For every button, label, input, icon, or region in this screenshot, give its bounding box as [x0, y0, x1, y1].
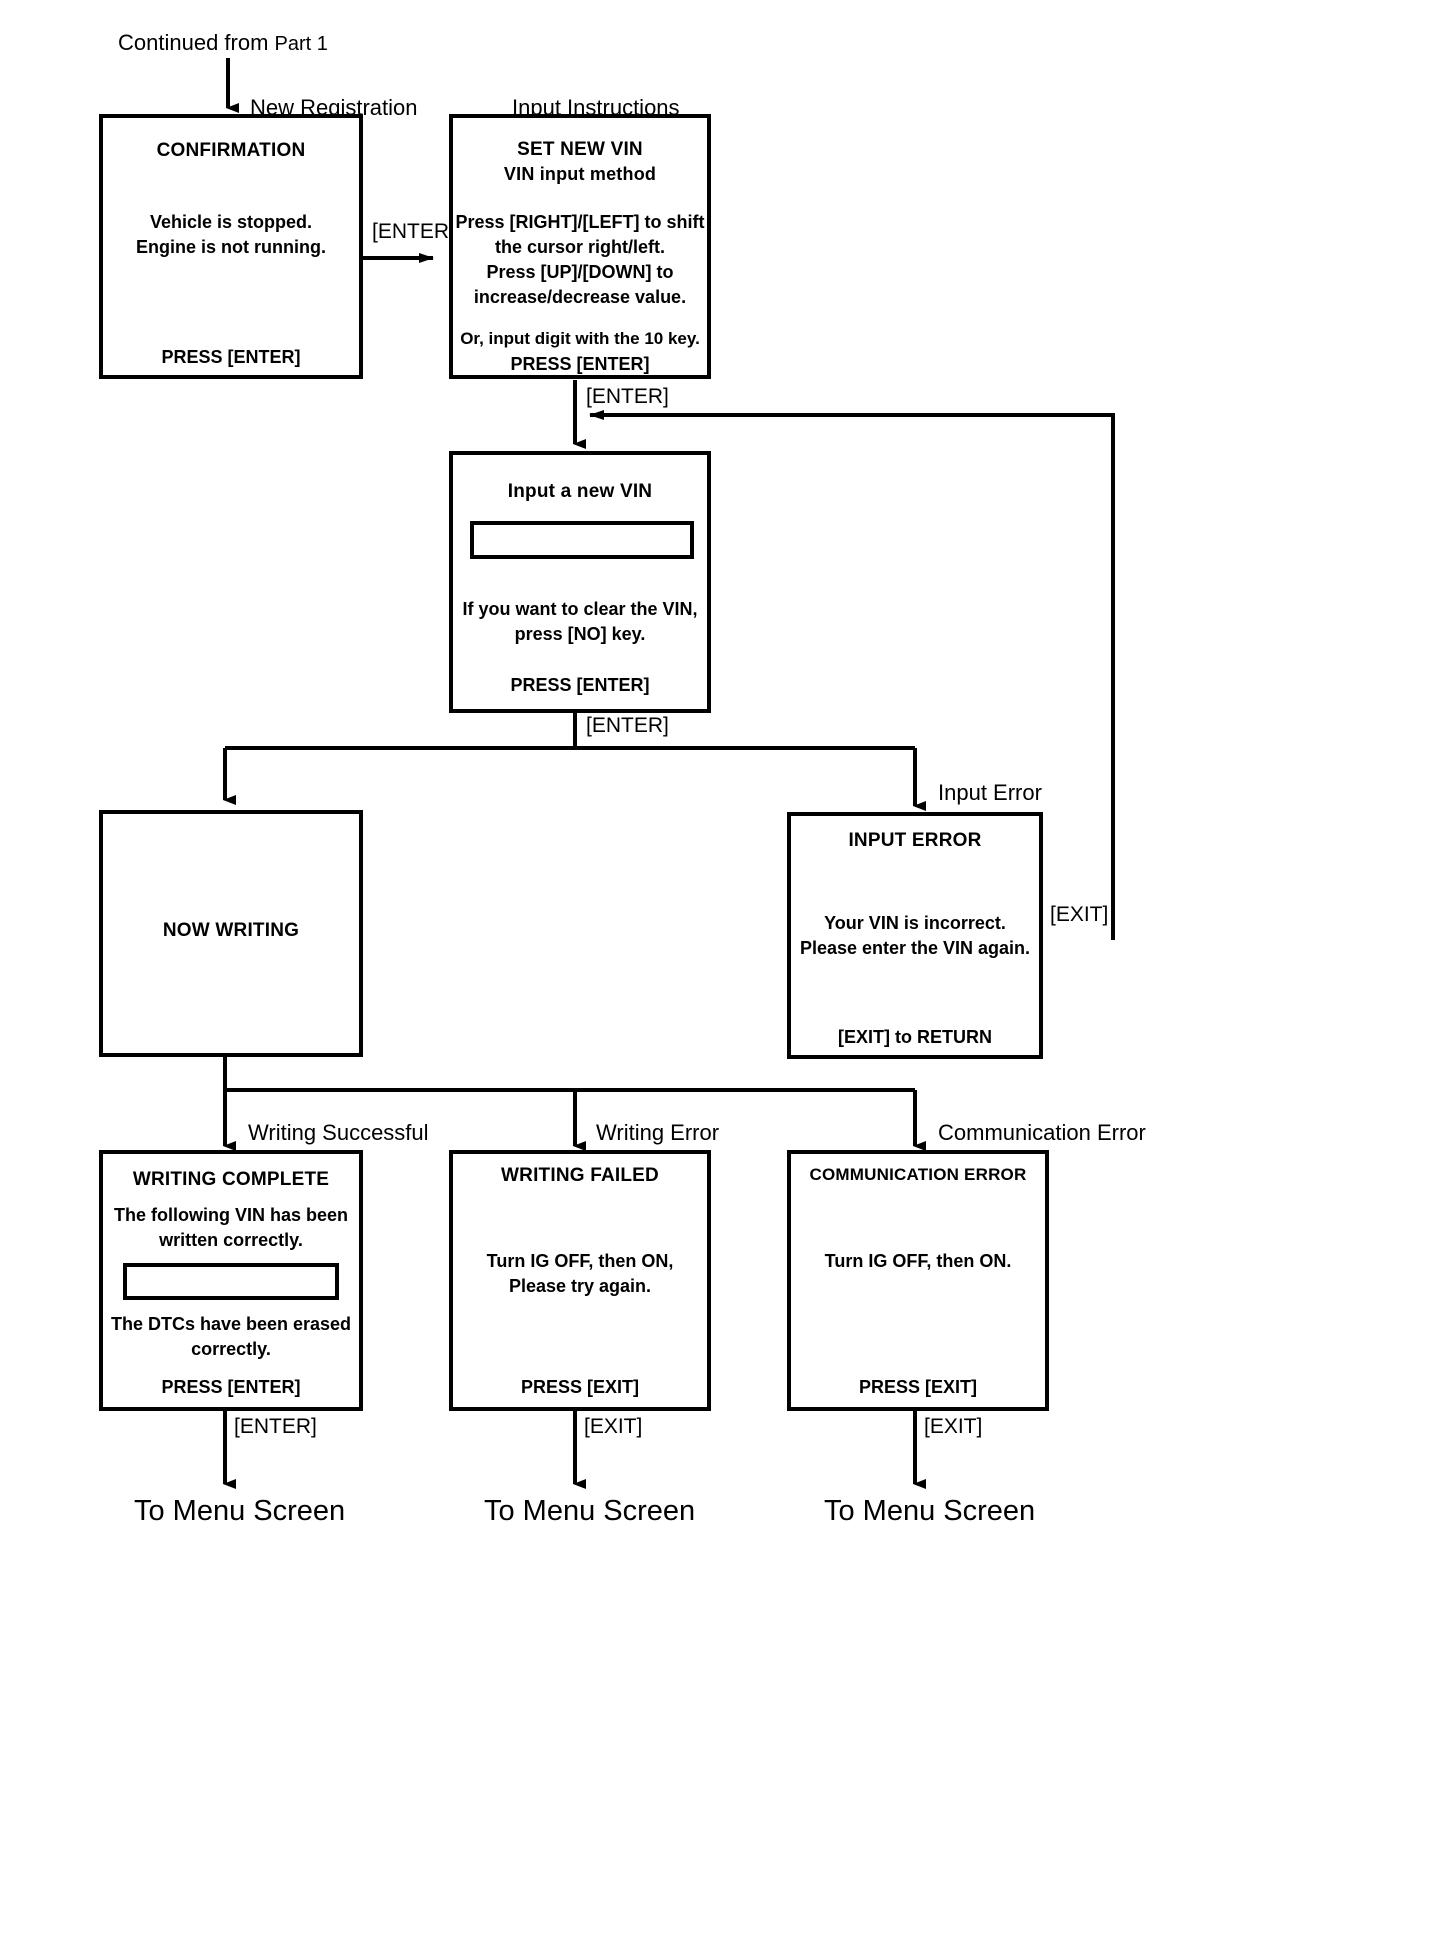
set-new-vin-title1: SET NEW VIN: [517, 139, 643, 160]
written-vin-field: [123, 1263, 339, 1300]
writing-failed-title: WRITING FAILED: [501, 1165, 659, 1186]
terminal-to-menu-screen-center: To Menu Screen: [484, 1495, 696, 1527]
box-input-new-vin: Input a new VIN If you want to clear the…: [449, 451, 711, 713]
input-error-title: INPUT ERROR: [848, 830, 982, 851]
confirmation-line2: Engine is not running.: [136, 237, 326, 257]
writing-complete-title: WRITING COMPLETE: [132, 1169, 330, 1190]
edge-label-enter-confirm-setvin: [ENTER]: [372, 220, 455, 243]
arrow-input-error-return: [589, 410, 1115, 940]
edge-label-exit-comm-menu: [EXIT]: [924, 1415, 983, 1438]
writing-failed-footer: PRESS [EXIT]: [520, 1377, 640, 1397]
source-caption: Continued from Part 1: [118, 30, 328, 56]
set-new-vin-line1: Press [RIGHT]/[LEFT] to shift: [455, 212, 705, 232]
label-writing-error: Writing Error: [596, 1120, 720, 1145]
input-new-vin-line1: If you want to clear the VIN,: [462, 599, 698, 619]
confirmation-footer: PRESS [ENTER]: [161, 347, 301, 367]
source-caption-text: Continued from: [118, 30, 269, 55]
edge-label-enter-inputvin-branch: [ENTER]: [586, 714, 669, 737]
label-input-error: Input Error: [938, 780, 1042, 805]
writing-complete-line2: written correctly.: [159, 1230, 303, 1250]
writing-complete-footer: PRESS [ENTER]: [161, 1377, 301, 1397]
communication-error-title: COMMUNICATION ERROR: [809, 1165, 1027, 1184]
box-input-error: INPUT ERROR Your VIN is incorrect. Pleas…: [787, 812, 1043, 1059]
edge-label-exit-failed-menu: [EXIT]: [584, 1415, 643, 1438]
terminal-to-menu-screen-left: To Menu Screen: [134, 1495, 346, 1527]
input-new-vin-line2: press [NO] key.: [514, 624, 646, 644]
box-communication-error: COMMUNICATION ERROR Turn IG OFF, then ON…: [787, 1150, 1049, 1411]
edge-label-exit-input-error-return: [EXIT]: [1050, 903, 1109, 926]
input-new-vin-title: Input a new VIN: [507, 481, 653, 502]
box-writing-failed: WRITING FAILED Turn IG OFF, then ON, Ple…: [449, 1150, 711, 1411]
communication-error-footer: PRESS [EXIT]: [858, 1377, 978, 1397]
set-new-vin-line3: Press [UP]/[DOWN] to: [486, 262, 674, 282]
now-writing-title: NOW WRITING: [162, 920, 300, 941]
edge-label-enter-complete-menu: [ENTER]: [234, 1415, 317, 1438]
input-error-line2: Please enter the VIN again.: [799, 938, 1031, 958]
writing-complete-line4: correctly.: [191, 1339, 271, 1359]
edge-label-enter-setvin-inputvin: [ENTER]: [586, 385, 669, 408]
confirmation-line1: Vehicle is stopped.: [149, 212, 313, 232]
source-caption-part: Part 1: [274, 33, 328, 55]
writing-failed-line1: Turn IG OFF, then ON,: [486, 1251, 674, 1271]
box-set-new-vin: SET NEW VIN VIN input method Press [RIGH…: [449, 114, 711, 379]
terminal-to-menu-screen-right: To Menu Screen: [824, 1495, 1036, 1527]
writing-complete-line3: The DTCs have been erased: [110, 1314, 352, 1334]
input-error-footer: [EXIT] to RETURN: [838, 1027, 992, 1047]
vin-input-field[interactable]: [470, 521, 694, 559]
set-new-vin-title2: VIN input method: [503, 164, 657, 184]
set-new-vin-line2: the cursor right/left.: [494, 237, 665, 257]
box-confirmation: CONFIRMATION Vehicle is stopped. Engine …: [99, 114, 363, 379]
box-now-writing: NOW WRITING: [99, 810, 363, 1057]
box-writing-complete: WRITING COMPLETE The following VIN has b…: [99, 1150, 363, 1411]
communication-error-line1: Turn IG OFF, then ON.: [824, 1251, 1012, 1271]
writing-complete-line1: The following VIN has been: [113, 1205, 349, 1225]
confirmation-title: CONFIRMATION: [156, 140, 306, 161]
label-writing-successful: Writing Successful: [248, 1120, 429, 1145]
set-new-vin-footer: PRESS [ENTER]: [510, 354, 650, 374]
writing-failed-line2: Please try again.: [508, 1276, 652, 1296]
set-new-vin-line5: Or, input digit with the 10 key.: [460, 329, 700, 348]
input-error-line1: Your VIN is incorrect.: [824, 913, 1006, 933]
input-new-vin-footer: PRESS [ENTER]: [510, 675, 650, 695]
label-communication-error: Communication Error: [938, 1120, 1146, 1145]
set-new-vin-line4: increase/decrease value.: [473, 287, 687, 307]
